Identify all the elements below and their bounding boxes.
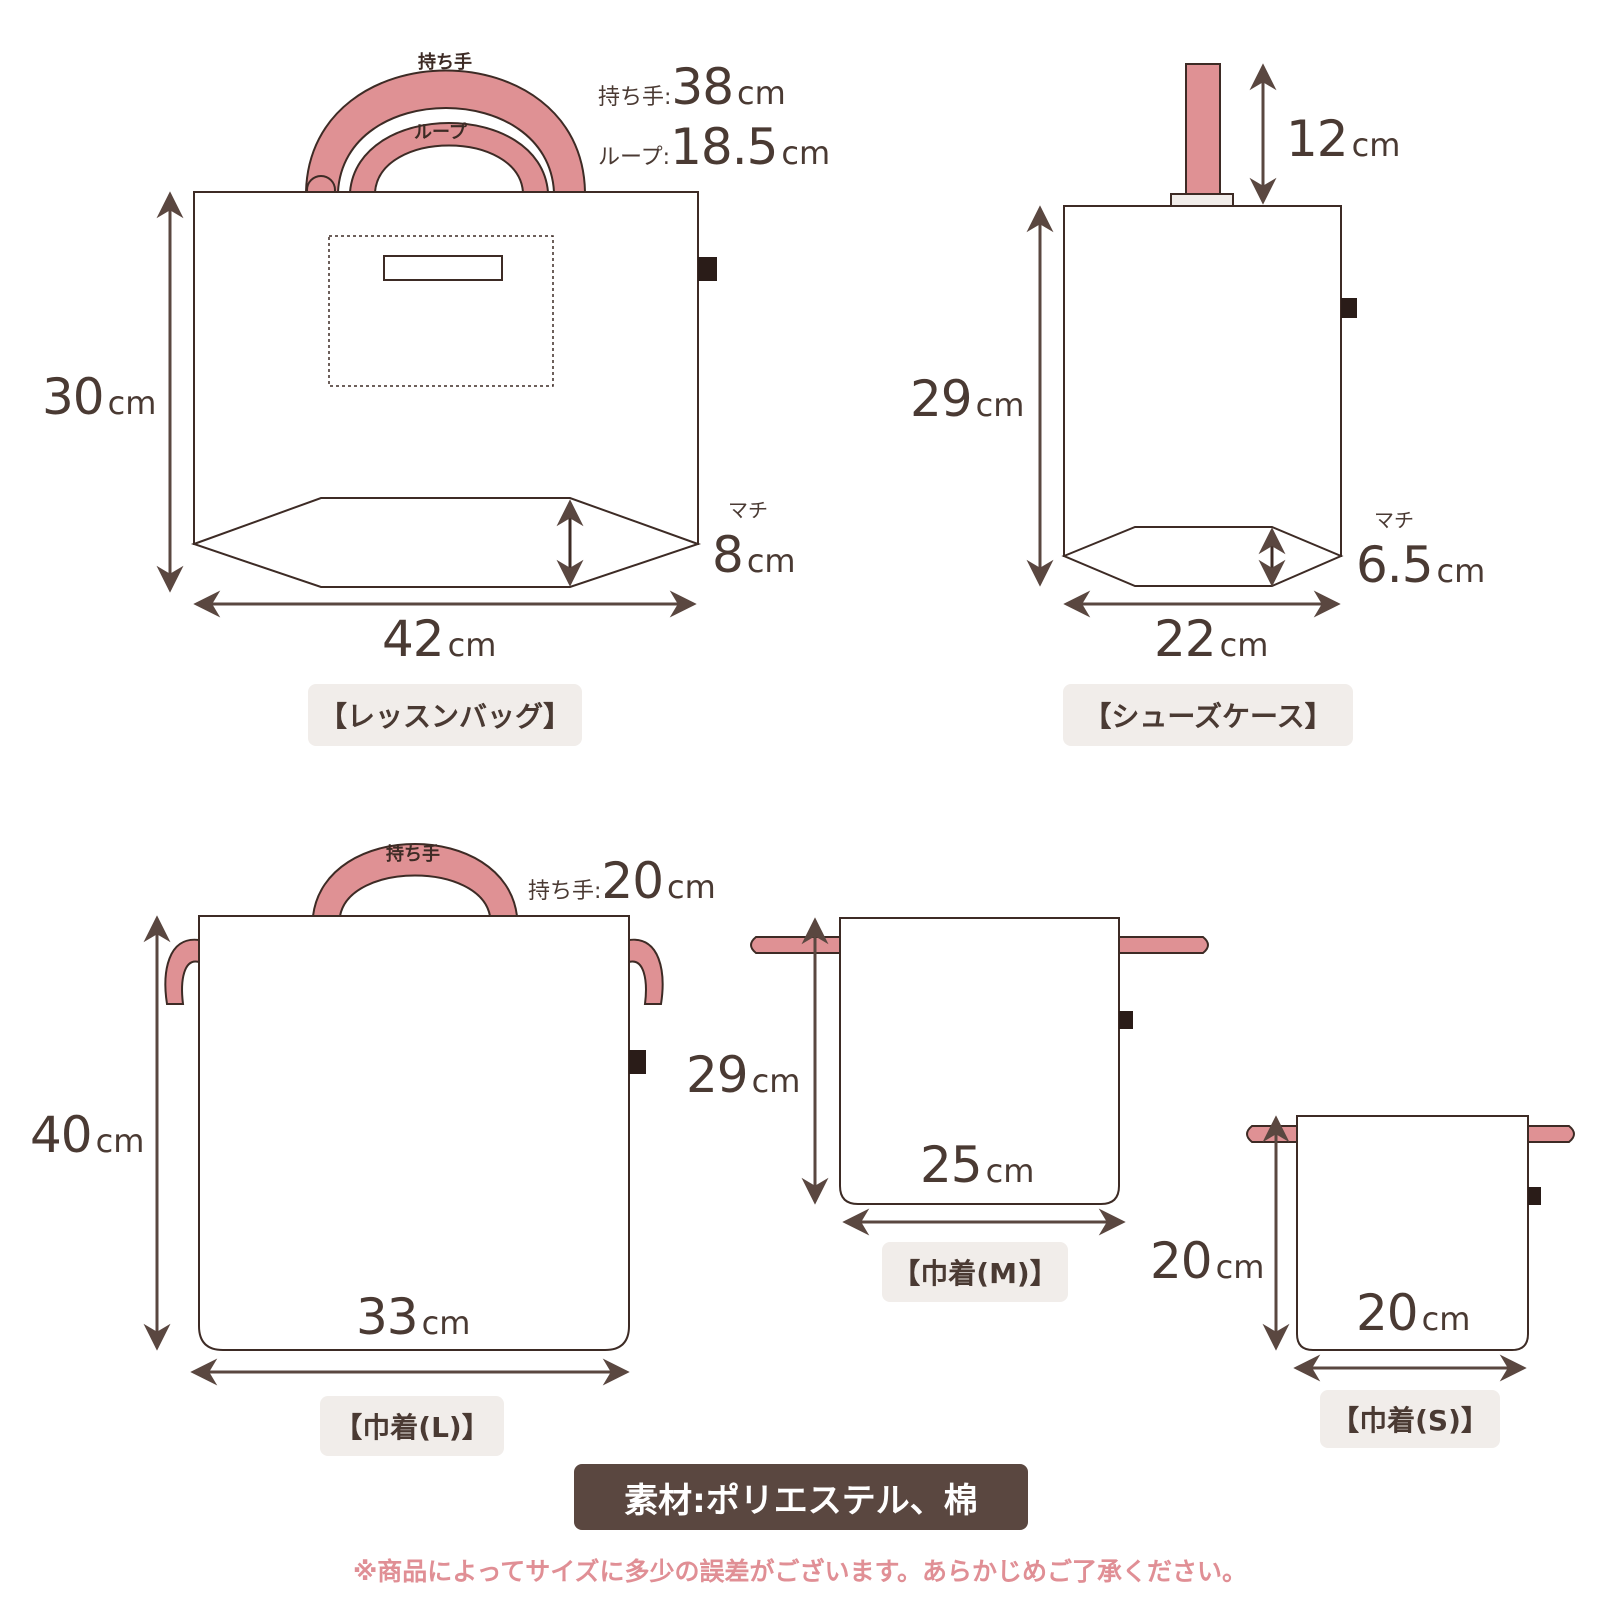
drawstring-left [750,936,841,954]
side-tag [698,257,717,281]
lesson-bag-drawing [156,69,717,618]
gusset-value: 6.5 [1356,536,1434,594]
unit: cm [667,868,716,906]
side-tag [1528,1187,1541,1205]
pocket [328,235,554,387]
unit: cm [1351,126,1401,164]
height-value: 29 [686,1046,749,1104]
handle-label: 持ち手 [386,844,440,865]
width-value: 42 [382,610,445,668]
height-value: 20 [1150,1232,1213,1290]
kinchaku-s-caption: 【巾着(S)】 [1320,1390,1500,1448]
width-value: 22 [1154,610,1217,668]
unit: cm [1219,626,1269,664]
drawstring-left [164,938,200,1005]
loop-label: ループ [414,122,467,143]
handle-spec-label: 持ち手: [598,85,672,110]
height-value: 30 [42,368,105,426]
side-tag [629,1050,646,1074]
side-tag [1119,1011,1133,1029]
unit: cm [421,1304,471,1342]
kinchaku-l-body [198,915,630,1351]
drawstring-right [628,938,664,1005]
gusset-value: 8 [712,526,744,584]
handle-value: 12 [1286,110,1349,168]
unit: cm [1436,552,1486,590]
drawstring-right [1118,936,1209,954]
kinchaku-l-caption: 【巾着(L)】 [320,1396,504,1456]
width-value: 33 [356,1288,419,1346]
unit: cm [751,1062,801,1100]
material-badge: 素材:ポリエステル、棉 [574,1464,1028,1530]
kinchaku-m-caption: 【巾着(M)】 [882,1242,1068,1302]
handle-label: 持ち手 [418,52,472,73]
unit: cm [746,542,796,580]
kinchaku-l-drawing [143,843,664,1386]
kinchaku-s-drawing [1246,1115,1575,1382]
name-tag [383,255,503,281]
unit: cm [447,626,497,664]
kinchaku-m-body [839,917,1120,1205]
gusset-label: マチ [728,498,768,522]
unit: cm [1215,1248,1265,1286]
unit: cm [975,386,1025,424]
width-value: 20 [1356,1284,1419,1342]
shoe-case-strap-base [1170,193,1234,207]
unit: cm [1421,1300,1471,1338]
handle-spec-value: 20 [601,852,664,910]
drawstring-right [1527,1125,1575,1143]
shoe-case-caption: 【シューズケース】 [1063,684,1353,746]
side-tag [1341,298,1357,318]
lesson-bag-caption: 【レッスンバッグ】 [308,684,582,746]
height-value: 29 [910,370,973,428]
shoe-case-drawing [1026,63,1357,618]
handle-spec-value: 38 [671,58,734,116]
size-disclaimer: ※商品によってサイズに多少の誤差がございます。あらかじめご了承ください。 [352,1557,1248,1586]
height-value: 40 [30,1106,93,1164]
unit: cm [985,1152,1035,1190]
loop-spec-label: ループ: [598,145,671,170]
kinchaku-m-drawing [750,917,1209,1236]
unit: cm [737,74,786,112]
loop-spec-value: 18.5 [670,118,778,176]
shoe-case-body [1063,205,1342,557]
gusset-label: マチ [1374,508,1414,532]
unit: cm [95,1122,145,1160]
unit: cm [781,134,831,172]
shoe-case-strap [1185,63,1221,195]
handle-spec-label: 持ち手: [528,879,602,904]
unit: cm [107,384,157,422]
drawstring-left [1246,1125,1298,1143]
kinchaku-s-body [1296,1115,1529,1351]
lesson-bag-body [193,191,699,545]
width-value: 25 [920,1136,983,1194]
